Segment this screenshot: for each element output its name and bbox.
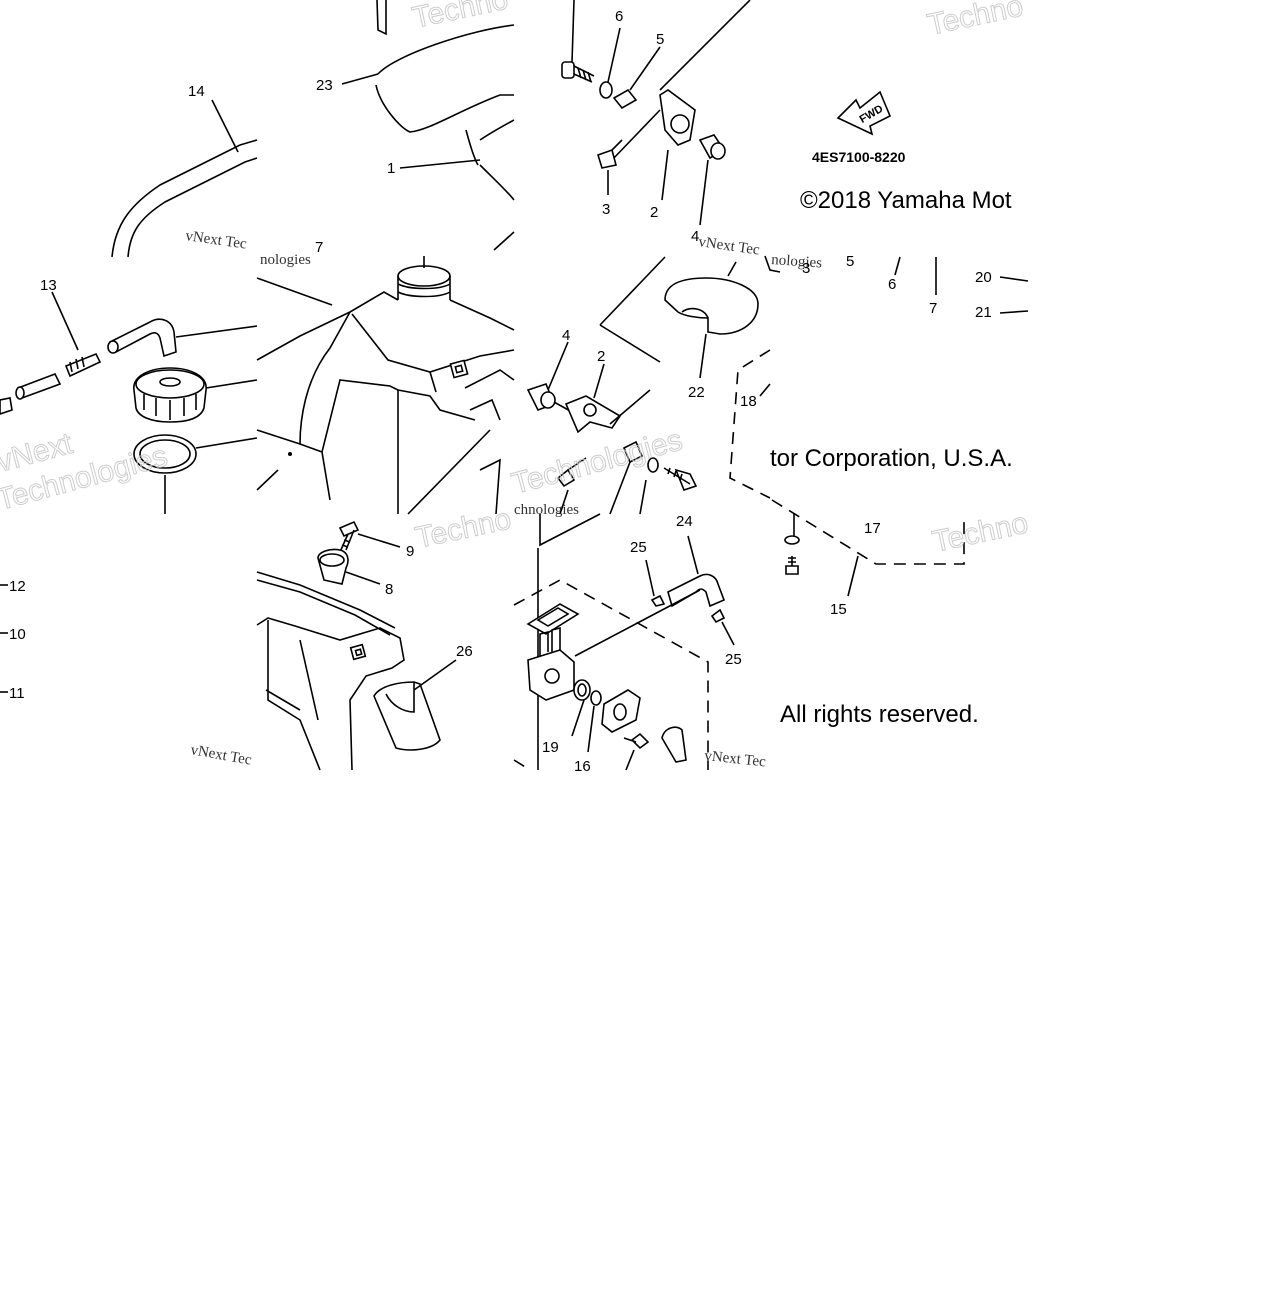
- callout-17: 17: [864, 520, 881, 537]
- watermark: Techno: [410, 0, 511, 35]
- callout-7: 7: [929, 300, 937, 317]
- callout-15: 15: [830, 601, 847, 618]
- watermark: Techno: [930, 506, 1031, 558]
- watermark: vNext Tec: [189, 742, 253, 769]
- watermark: vNext Tec: [697, 234, 761, 258]
- tile-rights: 15 17 Techno All rights reserved.: [771, 499, 1032, 728]
- callout-5: 5: [656, 31, 664, 48]
- callout-24: 24: [676, 513, 693, 530]
- callout-11: 11: [9, 685, 25, 702]
- watermark: nologies: [771, 252, 823, 272]
- tile-vent-hose: 14 vNext Tec: [111, 83, 258, 258]
- tile-fwd-copyright: Techno FWD 4ES7100-8220 ©2018 Yamaha Mot: [800, 0, 1027, 214]
- callout-25: 25: [725, 651, 742, 668]
- tile-bracket: 6 5 3 2 4: [561, 0, 751, 245]
- tile-fuel-tank: 7 nologies: [256, 239, 515, 515]
- callout-13: 13: [40, 277, 57, 294]
- callout-6: 6: [615, 8, 623, 25]
- callout-26: 26: [456, 643, 473, 660]
- callout-16: 16: [574, 758, 591, 775]
- watermark: nologies: [260, 252, 311, 268]
- callout-19: 19: [542, 739, 559, 756]
- watermark: Techno: [413, 502, 514, 554]
- diagram-part-code: 4ES7100-8220: [812, 149, 906, 165]
- callout-10: 10: [9, 626, 26, 643]
- watermark: vNext Tec: [184, 228, 248, 252]
- watermark: chnologies: [514, 502, 579, 518]
- copyright-line-2: tor Corporation, U.S.A.: [770, 445, 1013, 472]
- tile-copyright-middle: nologies 3 5 6 7 20 21 18 tor Corporatio…: [729, 252, 1029, 499]
- tile-tank-bottom: 9 8 vNext Tec Techno 26: [189, 502, 515, 771]
- callout-4: 4: [691, 228, 699, 245]
- callout-9: 9: [406, 543, 414, 560]
- tile-fuel-cock: chnologies 25: [513, 502, 767, 775]
- callout-18: 18: [740, 393, 757, 410]
- callout-6: 6: [888, 276, 896, 293]
- watermark: vNext Tec: [704, 748, 767, 770]
- watermark: Techno: [925, 0, 1026, 42]
- callout-3: 3: [602, 201, 610, 218]
- tile-cap-pipe: 13 vNext Technologies: [0, 277, 258, 517]
- rights-notice: All rights reserved.: [780, 701, 979, 728]
- fwd-arrow-icon: FWD: [836, 90, 892, 136]
- tile-collar-bracket: vNext Tec 22 4 2 24 Technologies: [508, 234, 761, 530]
- callout-5: 5: [846, 253, 854, 270]
- callout-4: 4: [562, 327, 570, 344]
- callout-22: 22: [688, 384, 705, 401]
- callout-21: 21: [975, 304, 992, 321]
- callout-12: 12: [9, 578, 26, 595]
- callout-14: 14: [188, 83, 205, 100]
- callout-8: 8: [385, 581, 393, 598]
- callout-2: 2: [597, 348, 605, 365]
- tile-tank-cover: 23 1 Techno: [316, 0, 515, 251]
- callout-2: 2: [650, 204, 658, 221]
- copyright-line-1: ©2018 Yamaha Mot: [800, 187, 1012, 214]
- tile-left-labels: 12 10 11: [0, 578, 26, 702]
- callout-25: 25: [630, 539, 647, 556]
- callout-20: 20: [975, 269, 992, 286]
- callout-3: 3: [802, 260, 810, 277]
- callout-7: 7: [315, 239, 323, 256]
- callout-23: 23: [316, 77, 333, 94]
- watermark: Technologies: [508, 424, 686, 501]
- callout-1: 1: [387, 160, 395, 177]
